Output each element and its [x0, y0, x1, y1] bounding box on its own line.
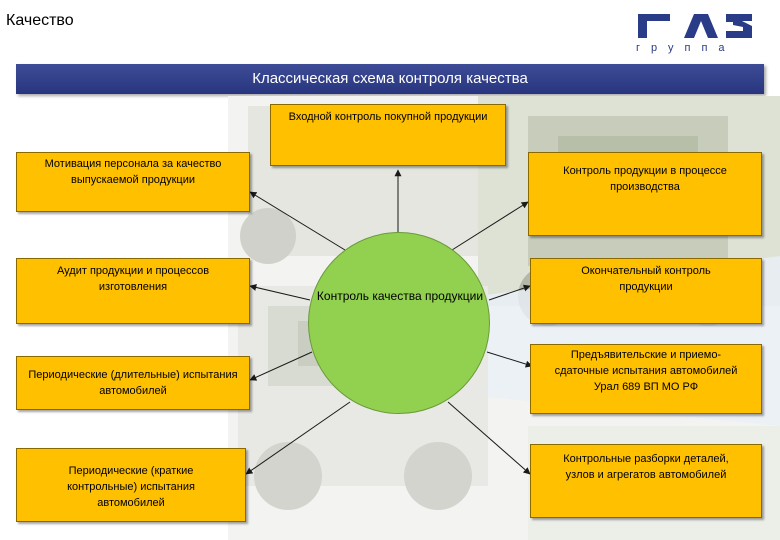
arrow-to-disassembly [447, 401, 531, 475]
center-circle [308, 232, 490, 414]
node-final-control: Окончательный контроль продукции [530, 258, 762, 324]
arrow-to-motivation [249, 191, 346, 251]
arrow-to-acceptance [486, 351, 533, 368]
arrow-to-periodic-short [245, 401, 351, 475]
arrow-to-final [488, 284, 531, 301]
page-title: Качество [6, 12, 74, 29]
node-acceptance-tests: Предъявительские и приемо-сдаточные испы… [530, 344, 762, 414]
node-control-disassembly: Контрольные разборки деталей, узлов и аг… [530, 444, 762, 518]
node-periodic-short-tests: Периодические (краткие контрольные) испы… [16, 448, 246, 522]
gaz-logo [638, 14, 752, 38]
arrow-to-audit [249, 284, 311, 301]
node-staff-motivation: Мотивация персонала за качество выпускае… [16, 152, 250, 212]
node-periodic-long-tests: Периодические (длительные) испытания авт… [16, 356, 250, 410]
logo-subtext: группа [636, 42, 736, 54]
center-label: Контроль качества продукции [316, 289, 484, 303]
arrow-to-periodic-long [249, 351, 313, 381]
diagram-title-banner: Классическая схема контроля качества [16, 64, 764, 94]
node-incoming-control: Входной контроль покупной продукции [270, 104, 506, 166]
node-process-control: Контроль продукции в процессе производст… [528, 152, 762, 236]
node-audit: Аудит продукции и процессов изготовления [16, 258, 250, 324]
arrow-to-process [451, 201, 529, 251]
